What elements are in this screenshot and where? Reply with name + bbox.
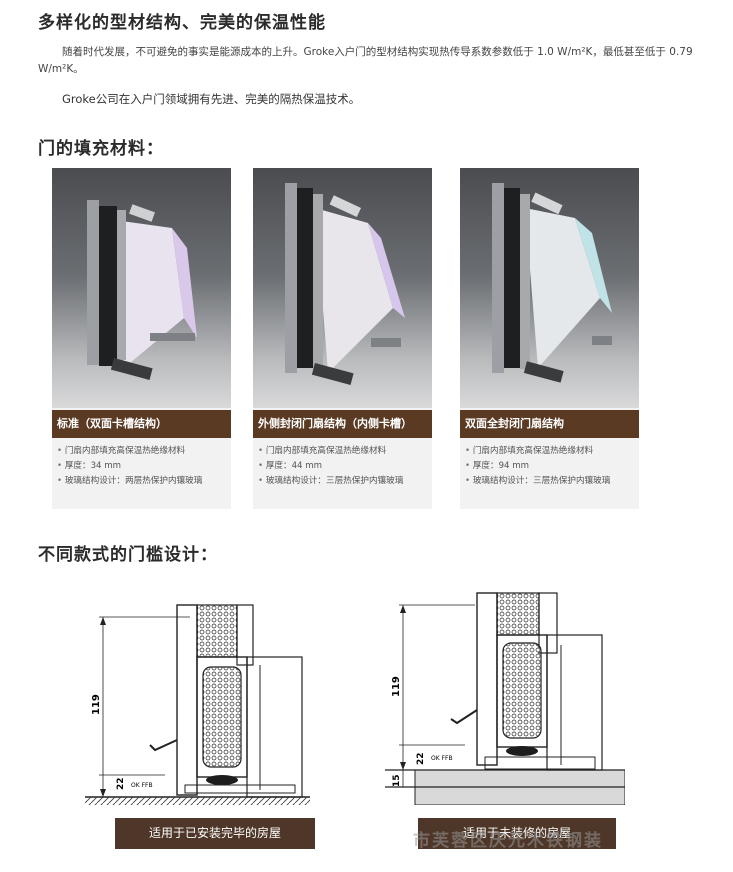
bullet-item: 门扇内部填充高保温热绝缘材料	[57, 444, 229, 459]
bullet-item: 门扇内部填充高保温热绝缘材料	[465, 444, 637, 459]
tech-paragraph: Groke公司在入户门领域拥有先进、完美的隔热保温技术。	[62, 92, 361, 106]
bullet-item: 玻璃结构设计：三层热保护内镶玻璃	[465, 474, 637, 489]
dim-small: 22	[116, 777, 126, 790]
bullet-item: 玻璃结构设计：三层热保护内镶玻璃	[258, 474, 430, 489]
fill-card-standard: 标准（双面卡槽结构） 门扇内部填充高保温热绝缘材料 厚度：34 mm 玻璃结构设…	[52, 168, 231, 509]
watermark: 市芙蓉区庆元木铁钢装	[413, 831, 603, 851]
card-bullets: 门扇内部填充高保温热绝缘材料 厚度：34 mm 玻璃结构设计：两层热保护内镶玻璃	[57, 444, 229, 489]
fill-material-heading: 门的填充材料：	[38, 139, 164, 159]
door-profile-photo	[460, 168, 639, 408]
card-title: 双面全封闭门扇结构	[460, 410, 639, 438]
threshold-diagram-installed: 119 22 OK FFB	[85, 575, 325, 805]
panel-edge	[575, 218, 612, 313]
bullet-item: 门扇内部填充高保温热绝缘材料	[258, 444, 430, 459]
door-profile-photo	[253, 168, 432, 408]
intro-paragraph: 随着时代发展，不可避免的事实是能源成本的上升。Groke入户门的型材结构实现热传…	[38, 46, 693, 75]
dim-total: 119	[391, 676, 402, 697]
page-headline: 多样化的型材结构、完美的保温性能	[38, 13, 326, 33]
card-title: 标准（双面卡槽结构）	[52, 410, 231, 438]
panel-edge	[368, 223, 405, 318]
floor-label: OK FFB	[131, 782, 153, 789]
door-panel	[315, 208, 393, 373]
fill-card-outer-closed: 外侧封闭门扇结构（内侧卡槽） 门扇内部填充高保温热绝缘材料 厚度：44 mm 玻…	[253, 168, 432, 509]
dim-floor: 15	[392, 774, 402, 787]
card-bullets: 门扇内部填充高保温热绝缘材料 厚度：94 mm 玻璃结构设计：三层热保护内镶玻璃	[465, 444, 637, 489]
caption-installed: 适用于已安装完毕的房屋	[115, 818, 315, 849]
door-panel	[525, 208, 600, 368]
card-bullets: 门扇内部填充高保温热绝缘材料 厚度：44 mm 玻璃结构设计：三层热保护内镶玻璃	[258, 444, 430, 489]
floor-label: OK FFB	[431, 755, 453, 762]
dim-total: 119	[91, 694, 102, 715]
dim-small: 22	[416, 752, 426, 765]
bullet-item: 玻璃结构设计：两层热保护内镶玻璃	[57, 474, 229, 489]
panel-edge	[172, 228, 197, 338]
door-panel	[114, 220, 184, 368]
bullet-item: 厚度：94 mm	[465, 459, 637, 474]
fill-card-double-closed: 双面全封闭门扇结构 门扇内部填充高保温热绝缘材料 厚度：94 mm 玻璃结构设计…	[460, 168, 639, 509]
threshold-diagram-unfinished: 119 22 15 OK FFB	[385, 575, 626, 806]
bullet-item: 厚度：44 mm	[258, 459, 430, 474]
threshold-heading: 不同款式的门槛设计：	[38, 545, 218, 565]
bullet-item: 厚度：34 mm	[57, 459, 229, 474]
caption-unfinished: 适用于未装修的房屋	[418, 818, 616, 849]
door-profile-photo	[52, 168, 231, 408]
card-title: 外侧封闭门扇结构（内侧卡槽）	[253, 410, 432, 438]
